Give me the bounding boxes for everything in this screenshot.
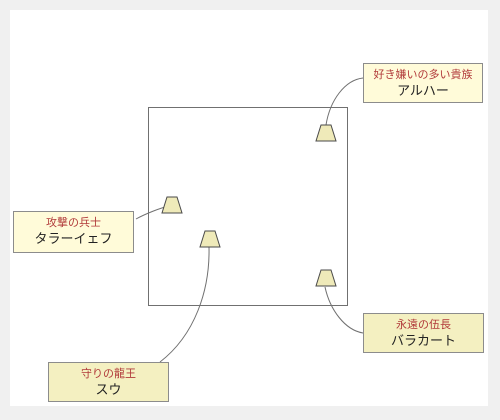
name-label: スウ	[95, 383, 122, 398]
marker-alhar[interactable]	[315, 124, 337, 142]
name-label: バラカート	[390, 334, 456, 349]
marker-talaayef[interactable]	[161, 196, 183, 214]
callout-talaayef[interactable]: 攻撃の兵士 タラーイェフ	[13, 211, 134, 253]
name-label: タラーイェフ	[34, 232, 113, 247]
epithet-label: 攻撃の兵士	[46, 216, 101, 229]
callout-alhar[interactable]: 好き嫌いの多い貴族 アルハー	[363, 63, 483, 103]
callout-su[interactable]: 守りの龍王 スウ	[48, 362, 169, 402]
epithet-label: 守りの龍王	[81, 367, 136, 380]
marker-su[interactable]	[199, 230, 221, 248]
name-label: アルハー	[397, 84, 449, 99]
marker-barakat[interactable]	[315, 269, 337, 287]
epithet-label: 好き嫌いの多い貴族	[373, 68, 473, 81]
epithet-label: 永遠の伍長	[396, 318, 451, 331]
callout-barakat[interactable]: 永遠の伍長 バラカート	[363, 313, 484, 353]
